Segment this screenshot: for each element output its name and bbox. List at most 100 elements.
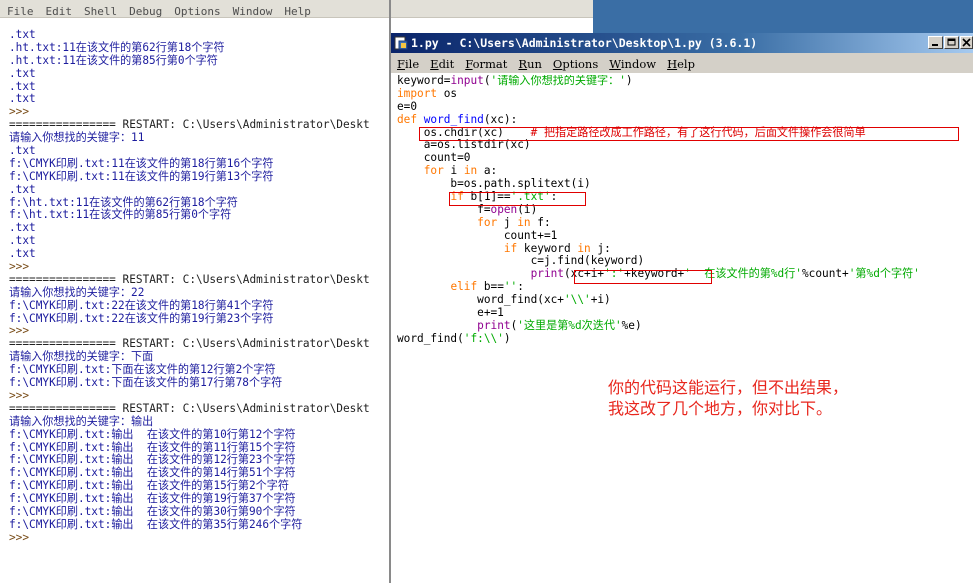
shell-output-line: f:\CMYK印刷.txt:输出 在该文件的第10行第12个字符 [9,427,296,441]
annotation-line-2: 我这改了几个地方，你对比下。 [608,399,833,418]
shell-output-line: 请输入你想找的关键字：22 [9,285,145,299]
code-token: os [437,86,458,100]
shell-output-line: f:\ht.txt:11在该文件的第62行第18个字符 [9,195,238,209]
shell-menubar: File Edit Shell Debug Options Window Help [0,0,600,18]
highlight-box-if-condition [449,192,586,206]
code-token: if [450,190,464,204]
shell-restart-line: ================ RESTART: C:\Users\Admin… [9,337,370,351]
code-token: '.txt' [510,190,551,204]
code-line: word_find('f:\\') [397,332,973,346]
shell-output-line: .txt [9,182,36,196]
code-token: os.chdir(xc) [397,125,531,139]
shell-menu-window[interactable]: Window [232,5,273,18]
code-token [397,319,477,332]
shell-prompt: >>> [9,260,30,274]
code-token: '\\' [563,293,591,307]
code-token: '这里是第%d次迭代' [517,318,622,332]
shell-output-line: f:\CMYK印刷.txt:11在该文件的第19行第13个字符 [9,169,274,183]
code-token: j [497,215,518,229]
annotation-text: 你的代码这能运行，但不出结果， 我这改了几个地方，你对比下。 [608,377,848,419]
code-token: +i) [590,293,611,307]
annotation-line-1: 你的代码这能运行，但不出结果， [608,378,849,397]
editor-menu-window[interactable]: Window [609,57,657,71]
shell-menu-shell[interactable]: Shell [84,5,118,18]
shell-output-line: .txt [9,247,36,261]
shell-prompt: >>> [9,530,30,544]
shell-menu-file[interactable]: File [7,5,34,18]
editor-window: 1.py - C:\Users\Administrator\Desktop\1.… [391,33,973,583]
shell-output-line: f:\CMYK印刷.txt:下面在该文件的第17行第78个字符 [9,376,283,390]
code-token: for [477,215,498,229]
shell-output-line: f:\CMYK印刷.txt:输出 在该文件的第19行第37个字符 [9,492,296,506]
code-token: : [550,190,558,204]
code-token: e+=1 [397,306,504,320]
code-token: f= [397,202,491,216]
shell-menu-debug[interactable]: Debug [129,5,163,18]
shell-restart-line: ================ RESTART: C:\Users\Admin… [9,272,370,286]
code-token: : [517,280,524,294]
shell-output-line: f:\CMYK印刷.txt:输出 在该文件的第14行第51个字符 [9,466,296,480]
code-token: '请输入你想找的关键字：' [490,75,626,87]
code-token: '第%d个字符' [848,267,920,281]
shell-restart-line: ================ RESTART: C:\Users\Admin… [9,401,370,415]
code-token: a: [477,164,498,178]
code-token: a=os.listdir(xc) [397,138,531,152]
editor-menu-format[interactable]: Format [465,57,508,71]
code-line: def word_find(xc): [397,112,973,127]
shell-output-line: f:\CMYK印刷.txt:输出 在该文件的第15行第2个字符 [9,479,289,493]
code-token: keyword= [397,75,451,87]
code-token: e=0 [397,99,418,113]
highlight-box-print-args [574,270,712,284]
code-token [397,267,531,280]
editor-menu-file[interactable]: File [397,57,420,71]
code-token: c=j.find(keyword) [397,254,645,268]
editor-menu-options[interactable]: Options [552,57,599,71]
code-token: b== [477,280,504,294]
code-token: input [450,75,484,87]
code-token: word_find [423,112,484,126]
shell-output[interactable]: .txt.ht.txt:11在该文件的第62行第18个字符.ht.txt:11在… [9,29,390,583]
code-token [397,216,477,229]
code-token: count+=1 [397,228,558,242]
code-line: e+=1 [397,306,973,320]
shell-output-line: .txt [9,92,36,106]
code-token: '' [503,280,518,294]
code-line: count=0 [397,151,973,165]
shell-output-line: 请输入你想找的关键字：输出 [9,414,154,428]
maximize-button[interactable] [944,36,959,49]
code-line: f=open(i) [397,202,973,217]
editor-title: 1.py - C:\Users\Administrator\Desktop\1.… [411,36,758,50]
shell-menu-options[interactable]: Options [174,5,221,18]
close-button[interactable] [960,36,973,49]
code-token: elif [450,280,478,294]
editor-menu-run[interactable]: Run [518,57,542,71]
minimize-button[interactable] [928,36,943,49]
code-token: in [463,164,478,178]
shell-output-line: 请输入你想找的关键字：下面 [9,350,154,364]
code-token: ( [483,75,491,87]
code-token [417,113,424,126]
editor-menu-edit[interactable]: Edit [430,57,455,71]
shell-menu-help[interactable]: Help [284,5,311,18]
shell-menu-edit[interactable]: Edit [45,5,73,18]
shell-output-line: .txt [9,66,36,80]
shell-output-line: .txt [9,29,36,41]
code-line: e=0 [397,99,973,114]
editor-menubar: File Edit Format Run Options Window Help [391,53,973,73]
code-line: c=j.find(keyword) [397,255,973,268]
editor-titlebar[interactable]: 1.py - C:\Users\Administrator\Desktop\1.… [391,33,973,53]
code-token [397,280,450,293]
code-token: %e) [621,318,642,332]
code-token: %count+ [801,267,849,281]
code-token: def [397,112,418,126]
code-token: ) [625,75,633,87]
shell-output-line: .txt [9,234,36,248]
code-token: word_find(xc+ [397,293,564,307]
code-token: if [503,241,518,255]
shell-prompt: >>> [9,388,30,402]
shell-output-line: .txt [9,79,36,93]
code-token: print [530,267,564,281]
editor-menu-help[interactable]: Help [667,57,695,71]
